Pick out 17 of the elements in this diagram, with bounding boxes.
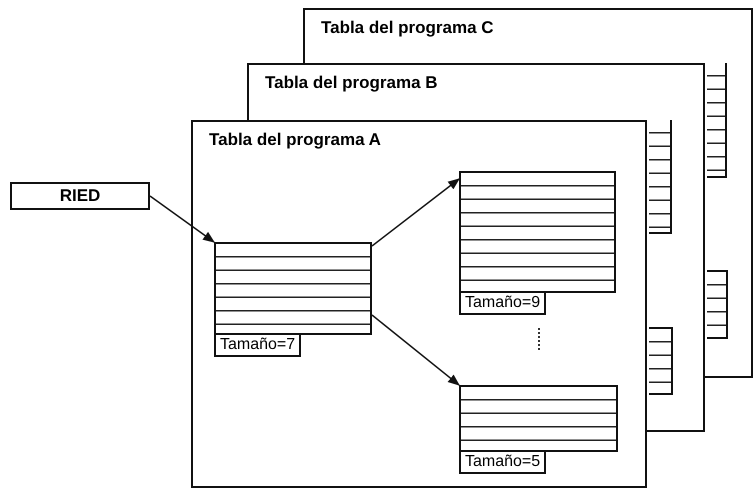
panel-title: Tabla del programa A bbox=[209, 130, 381, 150]
striped-table bbox=[649, 327, 673, 395]
arrow bbox=[372, 178, 460, 247]
program-table-panel bbox=[303, 8, 753, 63]
register-box: RIED bbox=[10, 182, 150, 210]
panel-title: Tabla del programa C bbox=[321, 18, 494, 38]
size-label: Tamaño=7 bbox=[214, 335, 302, 357]
striped-table bbox=[707, 63, 727, 178]
arrow bbox=[372, 314, 460, 386]
program-table-panel bbox=[247, 63, 705, 120]
program-table-panel bbox=[191, 120, 647, 488]
size-label: Tamaño=5 bbox=[459, 452, 546, 474]
striped-table bbox=[707, 270, 728, 339]
arrow bbox=[150, 195, 215, 243]
striped-table bbox=[649, 120, 672, 234]
size-label: Tamaño=9 bbox=[459, 293, 546, 315]
panel-title: Tabla del programa B bbox=[265, 73, 438, 93]
